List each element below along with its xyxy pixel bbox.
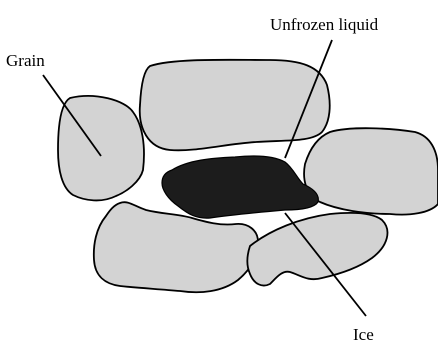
grain-right — [304, 128, 438, 214]
grain-bottom-left — [94, 202, 258, 292]
grain-label: Grain — [6, 51, 45, 70]
grain-top — [140, 60, 330, 151]
ice-body — [162, 156, 318, 218]
grain-left — [58, 96, 144, 200]
grain-bottom-right — [247, 213, 387, 286]
unfrozen-liquid-label: Unfrozen liquid — [270, 15, 379, 34]
ice-label: Ice — [353, 325, 374, 344]
